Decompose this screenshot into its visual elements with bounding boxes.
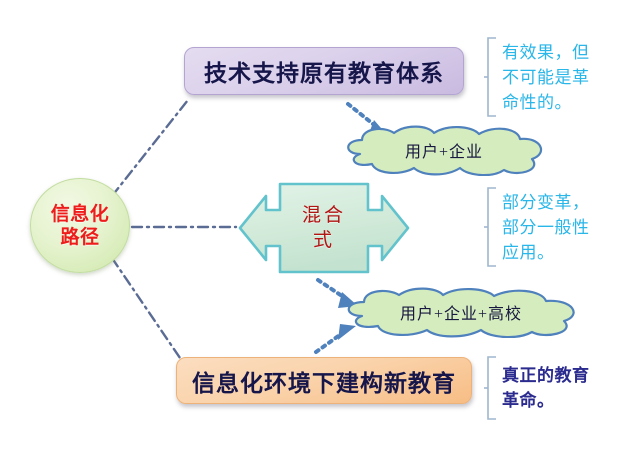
root-node-ellipse[interactable]: 信息化 路径: [30, 178, 130, 273]
arrow-new-education-to-cloud-2: [314, 324, 356, 354]
node-blended-double-arrow[interactable]: 混合 式: [236, 180, 412, 276]
cloud-1-label: 用户+企业: [404, 144, 484, 161]
cloud-shape-1: [347, 125, 543, 176]
node-new-education-label: 信息化环境下建构新教育: [192, 370, 456, 396]
node-tech-support[interactable]: 技术支持原有教育体系: [184, 47, 464, 95]
cloud-users-enterprises[interactable]: 用户+企业: [336, 124, 552, 176]
node-tech-support-label: 技术支持原有教育体系: [204, 61, 444, 86]
double-arrow-shape: [238, 182, 410, 274]
root-label-line-1: 信息化: [50, 203, 110, 225]
connector-root-to-tech-support: [110, 98, 190, 198]
node-new-education[interactable]: 信息化环境下建构新教育: [176, 357, 472, 404]
cloud-users-enterprises-universities[interactable]: 用户+企业+高校: [336, 286, 586, 338]
cloud-2-label: 用户+企业+高校: [399, 306, 523, 323]
connector-root-to-new-education: [110, 256, 182, 360]
root-label-line-2: 路径: [60, 226, 100, 248]
cloud-shape-2: [347, 287, 575, 338]
